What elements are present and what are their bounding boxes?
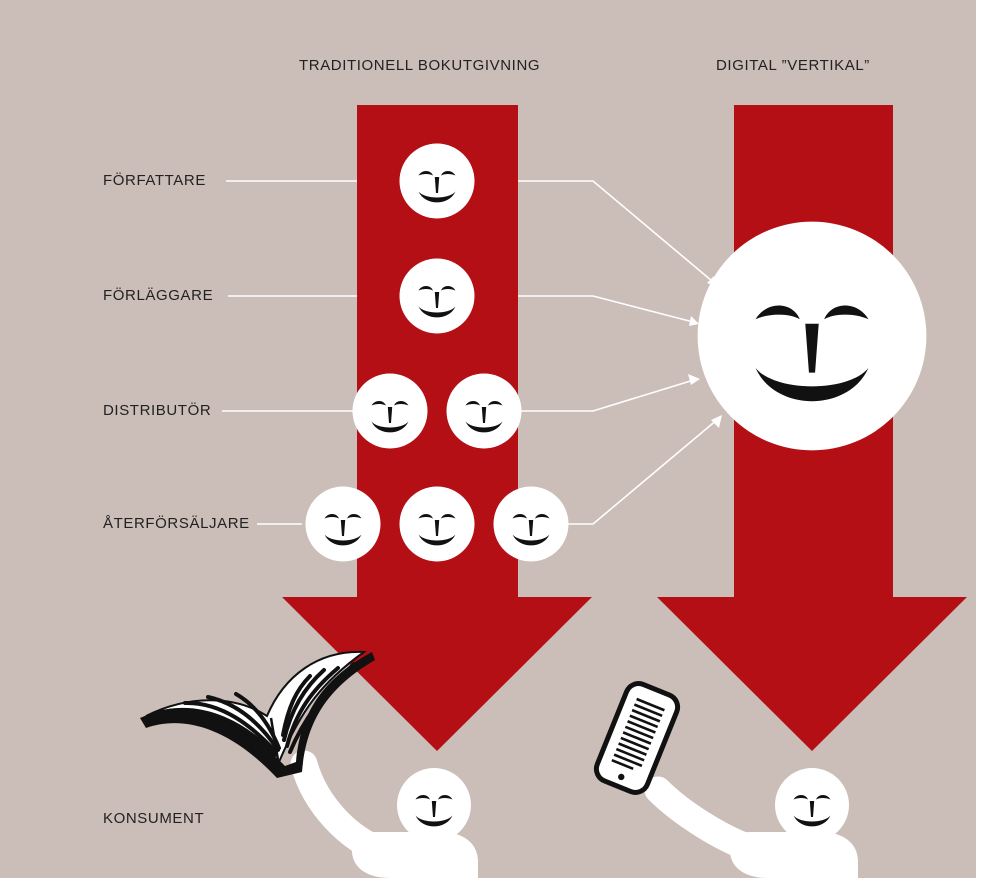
traditional-actor-faces (305, 143, 569, 562)
consumer-figure-traditional (290, 750, 478, 878)
e-reader-icon (593, 681, 681, 795)
smiley-face-icon (352, 373, 428, 449)
role-label-retailer: ÅTERFÖRSÄLJARE (103, 515, 250, 532)
heading-digital: DIGITAL ”VERTIKAL” (716, 57, 870, 74)
role-label-distributor: DISTRIBUTÖR (103, 402, 212, 419)
smiley-face-icon (446, 373, 522, 449)
diagram-graphic (140, 105, 967, 878)
open-book-icon (140, 650, 375, 778)
smiley-face-icon (493, 486, 569, 562)
consumer-figure-digital (644, 768, 858, 878)
consumer-label: KONSUMENT (103, 810, 205, 827)
role-label-author: FÖRFATTARE (103, 172, 206, 189)
smiley-face-icon (399, 258, 475, 334)
smiley-face-icon (399, 143, 475, 219)
digital-actor-face (697, 221, 927, 451)
traditional-arrow (282, 105, 592, 751)
role-leader-lines (222, 180, 357, 525)
smiley-face-icon (305, 486, 381, 562)
smiley-face-icon (399, 486, 475, 562)
role-label-publisher: FÖRLÄGGARE (103, 287, 214, 304)
heading-traditional: TRADITIONELL BOKUTGIVNING (299, 57, 541, 74)
diagram-panel: TRADITIONELL BOKUTGIVNING DIGITAL ”VERTI… (0, 0, 976, 878)
merge-connectors (518, 180, 719, 525)
